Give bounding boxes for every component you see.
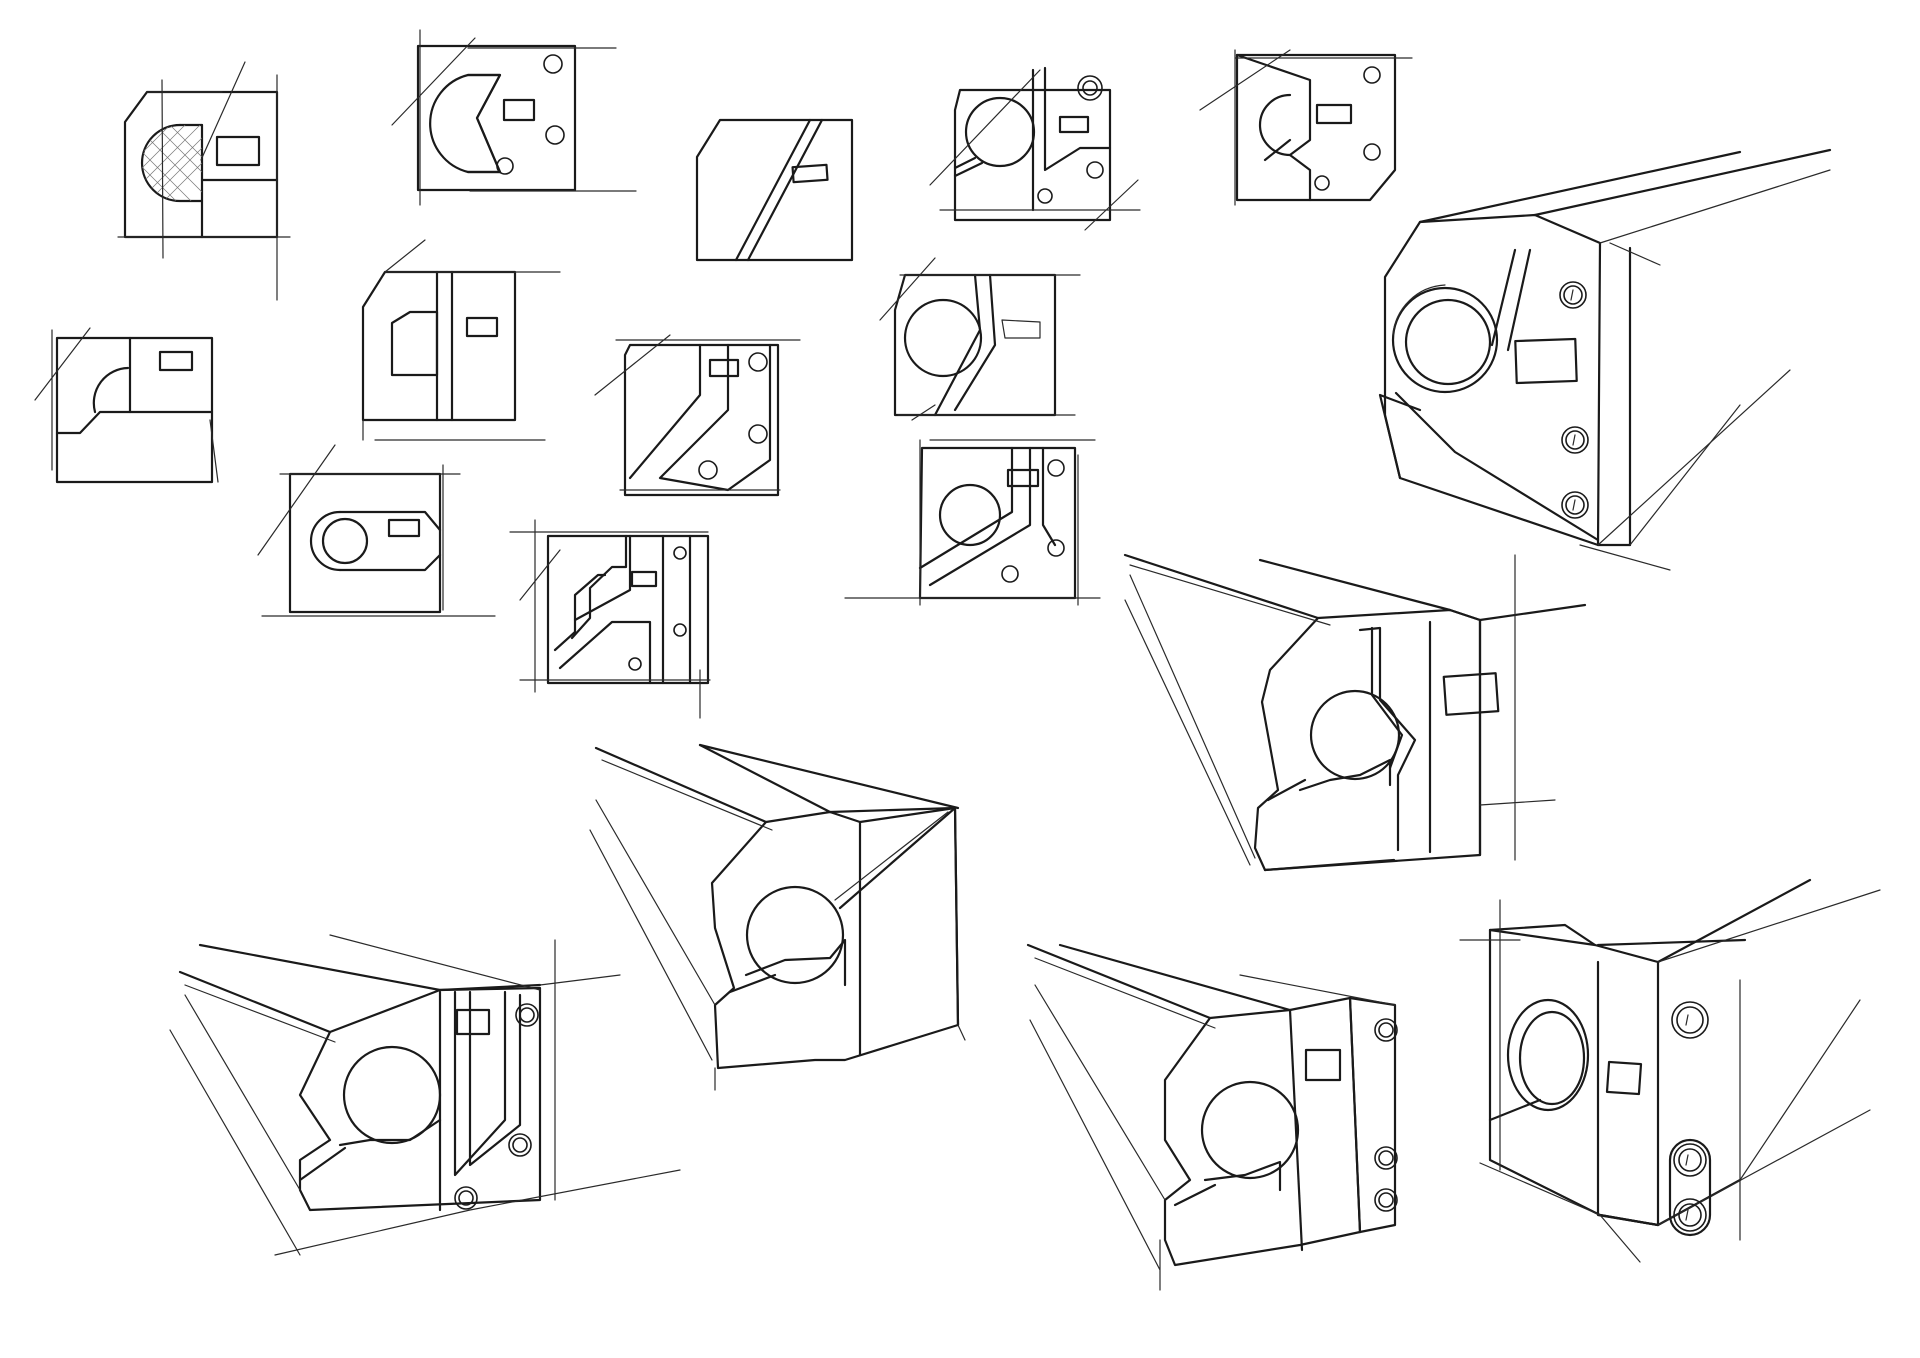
thumbnail-sketch-6: [361, 239, 561, 441]
thumbnail-sketch-11: [844, 439, 1101, 606]
thumbnail-sketch-9: [594, 334, 801, 497]
perspective-sketch-bottom-right: [1459, 878, 1881, 1263]
perspective-sketch-bottom-center-right: [1026, 943, 1398, 1291]
thumbnail-sketch-8: [257, 444, 496, 617]
perspective-sketch-center: [589, 743, 966, 1091]
perspective-sketch-bottom-left: [169, 934, 681, 1256]
thumbnail-sketch-10: [879, 257, 1081, 421]
thumbnail-sketch-2: [391, 29, 637, 206]
perspective-sketch-middle-right: [1123, 553, 1587, 872]
thumbnail-sketch-5: [1199, 49, 1413, 206]
thumbnail-sketch-7: [34, 327, 219, 484]
thumbnail-sketch-1: [117, 61, 291, 301]
thumbnail-sketch-3: [695, 118, 854, 262]
thumbnail-sketch-12: [509, 519, 711, 719]
perspective-sketch-top-right: [1378, 148, 1832, 571]
thumbnail-sketch-4: [929, 66, 1141, 231]
